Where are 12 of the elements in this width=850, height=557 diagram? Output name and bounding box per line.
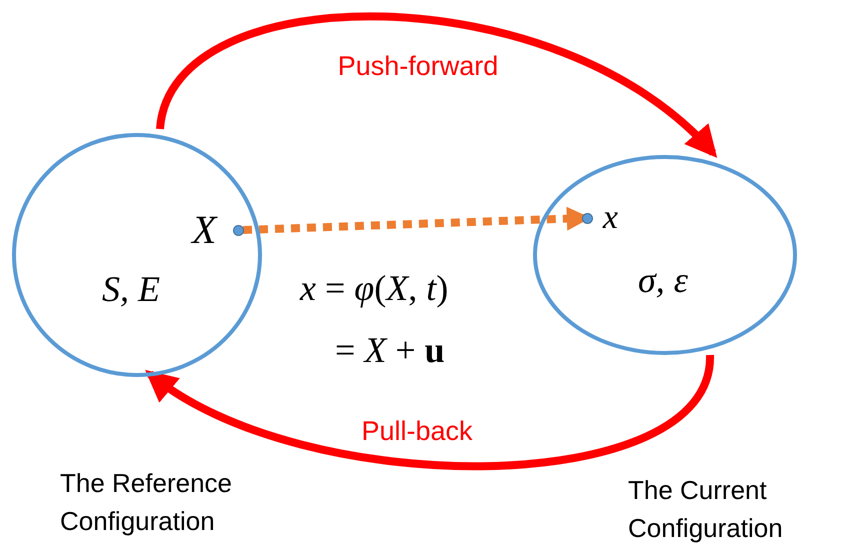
configuration-ellipse [12, 133, 262, 377]
curved-arrow [156, 12, 718, 158]
point-label: x [602, 201, 618, 235]
stress-strain-symbols: σ, ε [638, 262, 688, 298]
curved-arrow [144, 354, 714, 470]
configuration-caption: The Reference Configuration [60, 467, 233, 538]
equation: x = φ(X, t) [300, 270, 448, 306]
configuration-caption: The Current Configuration [628, 474, 784, 545]
point-label: X [192, 210, 216, 250]
stress-strain-symbols: S, E [102, 271, 160, 307]
equation: = X + u [335, 332, 445, 368]
configuration-ellipse [533, 155, 797, 355]
